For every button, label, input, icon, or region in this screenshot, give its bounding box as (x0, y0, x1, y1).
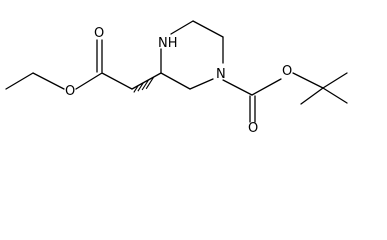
boc-carbonyl (249, 95, 256, 123)
ester-carbonyl-o-label: O (94, 26, 104, 41)
ester-c-ch2-bond (101, 72, 133, 90)
ring-n-carbamate-bond (222, 79, 253, 96)
tert-butyl-group (300, 72, 348, 105)
ring-nh-label: NH (158, 36, 178, 51)
ethyl-group (5, 72, 65, 90)
boc-carbonyl-o-label: O (248, 121, 258, 132)
chemical-structure: NH N O O O O (5, 20, 348, 132)
ester-carbonyl (96, 39, 103, 73)
ester-ether-o-label: O (65, 84, 75, 99)
o-tbutyl-bond (292, 72, 324, 89)
ch2-stereocenter-bond (131, 72, 162, 90)
boc-ether-o-label: O (282, 64, 292, 79)
ester-o-ethyl-bond (75, 72, 103, 90)
stereo-hashed-wedge (133, 76, 155, 93)
piperazine-ring (160, 20, 224, 90)
ring-n-label: N (216, 67, 226, 82)
carbamate-o-bond (251, 78, 282, 96)
